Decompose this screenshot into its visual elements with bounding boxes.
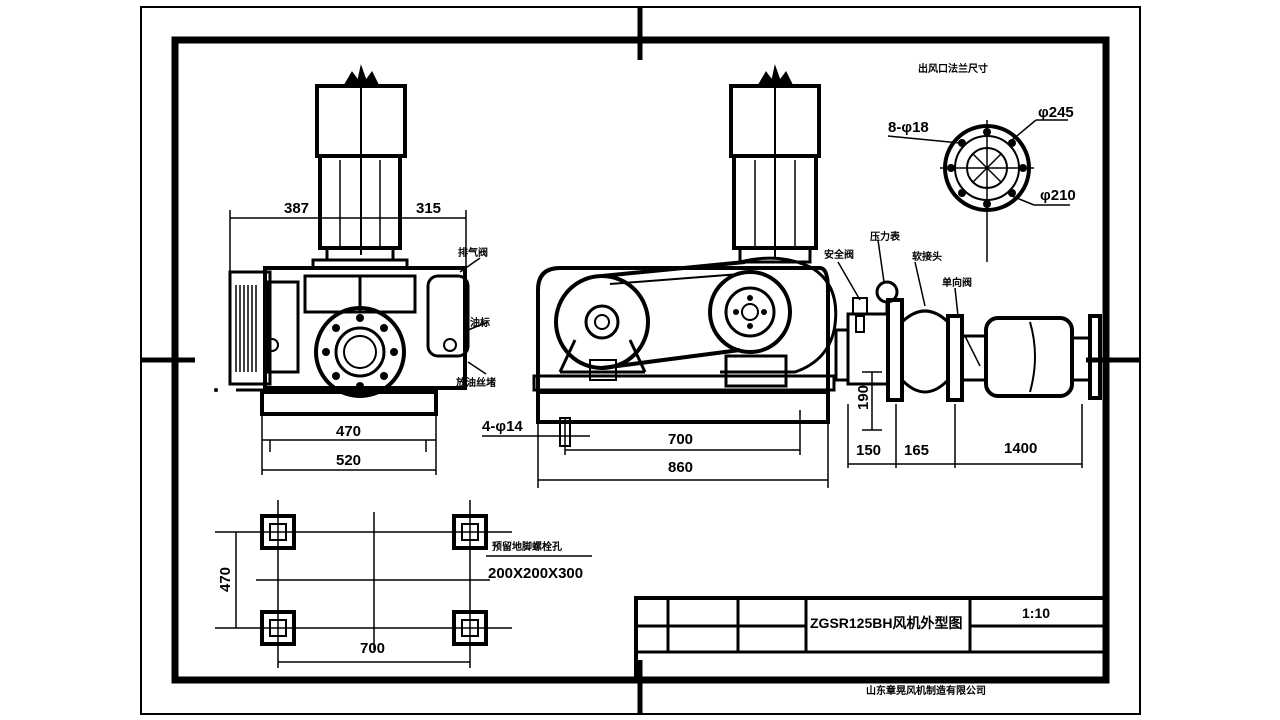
side-end-cover-right: [426, 274, 470, 358]
dim-700-front: 700: [668, 431, 693, 448]
front-view: [532, 64, 1102, 424]
outlet-flange-3: [946, 314, 964, 402]
label-safety-valve: 安全阀: [824, 248, 854, 261]
foundation-plan: [215, 500, 592, 668]
flange-pcd: φ210: [1040, 187, 1076, 204]
side-view: [214, 64, 470, 416]
side-outlet-flange: [314, 306, 406, 398]
flange-detail: [887, 119, 1070, 262]
dim-860: 860: [668, 459, 693, 476]
dim-700-foundation: 700: [360, 640, 385, 657]
flange-outer-dia: φ245: [1038, 104, 1074, 121]
drawing-title: ZGSR125BH风机外型图: [810, 615, 962, 631]
side-end-cover-left: [228, 270, 272, 386]
title-block: [634, 596, 1108, 682]
dim-520: 520: [336, 452, 361, 469]
blower-pulley: [708, 270, 792, 354]
label-exhaust-valve: 排气阀: [458, 246, 488, 259]
company-name: 山东章晃风机制造有限公司: [866, 684, 986, 697]
dim-190: 190: [855, 385, 872, 410]
silencer: [984, 316, 1074, 398]
dim-165: 165: [904, 442, 929, 459]
flange-title: 出风口法兰尺寸: [918, 62, 988, 75]
label-bolts: 4-φ14: [482, 418, 523, 435]
side-blower-casing: [263, 266, 467, 390]
dim-315: 315: [416, 200, 441, 217]
dim-387: 387: [284, 200, 309, 217]
drive-belt: [601, 260, 746, 278]
side-dimensions: [229, 210, 489, 475]
dim-1400: 1400: [1004, 440, 1037, 457]
label-pressure-gauge: 压力表: [870, 230, 901, 243]
front-dimensions: [482, 239, 1083, 488]
foundation-label: 预留地脚螺栓孔: [492, 540, 562, 553]
label-drain-plug: 放油丝堵: [455, 376, 496, 389]
outlet-flange-2: [886, 298, 904, 402]
flange-holes: 8-φ18: [888, 119, 929, 136]
dim-470-side: 470: [336, 423, 361, 440]
dim-470-foundation: 470: [217, 567, 234, 592]
label-oil-mark: 油标: [470, 316, 490, 329]
drawing-scale: 1:10: [1022, 605, 1050, 621]
dim-150: 150: [856, 442, 881, 459]
outlet-flange-1: [834, 328, 850, 382]
foundation-size: 200X200X300: [488, 565, 583, 582]
safety-valve: [852, 297, 868, 315]
centering-marks: [141, 7, 1140, 714]
label-check-valve: 单向阀: [942, 276, 972, 289]
label-soft-joint: 软接头: [912, 250, 942, 263]
soft-joint: [900, 309, 950, 394]
side-base: [260, 390, 438, 416]
